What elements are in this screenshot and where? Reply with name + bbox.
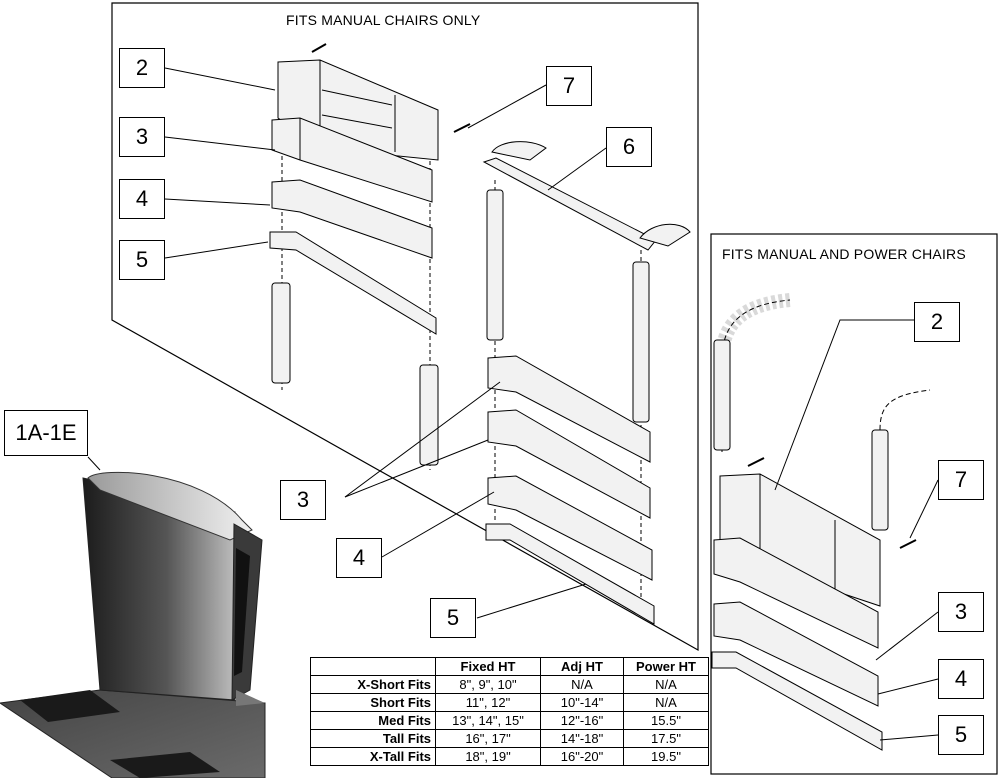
callout-5-frame: 5 — [430, 598, 476, 638]
leader-4-frame — [381, 491, 495, 558]
manual-only-panel-border — [111, 2, 699, 652]
manual-power-assembly — [711, 293, 931, 751]
table-cell: 16"-20" — [540, 747, 624, 766]
table-cell: 14"-18" — [540, 729, 624, 748]
leader-3b — [344, 439, 489, 498]
manual-panel-left-assembly — [269, 43, 471, 470]
leader-4-power — [877, 678, 939, 695]
callout-4-frame: 4 — [336, 538, 382, 578]
leader-7-manual — [467, 84, 547, 129]
table-row-label: X-Short Fits — [310, 675, 436, 694]
table-cell: 13", 14", 15" — [435, 711, 541, 730]
callout-5-power: 5 — [938, 715, 984, 755]
callout-1a-1e: 1A-1E — [4, 410, 88, 456]
table-cell: 19.5" — [623, 747, 709, 766]
leader-4-manual — [164, 198, 271, 206]
table-cell: 16", 17" — [435, 729, 541, 748]
table-row-label: Tall Fits — [310, 729, 436, 748]
fits-table-header-row: Fixed HT Adj HT Power HT — [310, 657, 709, 676]
callout-7-manual: 7 — [546, 66, 592, 106]
leader-7-power — [909, 479, 939, 539]
table-row: X-Short Fits 8", 9", 10" N/A N/A — [310, 675, 709, 694]
callout-2-manual: 2 — [119, 48, 165, 88]
table-cell: 18", 19" — [435, 747, 541, 766]
callout-2-power: 2 — [914, 302, 960, 342]
leader-3-manual — [164, 136, 276, 151]
table-row: X-Tall Fits 18", 19" 16"-20" 19.5" — [310, 747, 709, 766]
table-cell: 8", 9", 10" — [435, 675, 541, 694]
callout-3-power: 3 — [938, 592, 984, 632]
manual-panel-frame-assembly — [482, 141, 691, 625]
table-row: Tall Fits 16", 17" 14"-18" 17.5" — [310, 729, 709, 748]
table-cell: 11", 12" — [435, 693, 541, 712]
leader-2-manual — [164, 67, 276, 91]
table-header-blank — [310, 657, 436, 676]
callout-3-frame: 3 — [280, 480, 326, 520]
table-cell: N/A — [623, 693, 709, 712]
table-row-label: Short Fits — [310, 693, 436, 712]
manual-power-title: FITS MANUAL AND POWER CHAIRS — [722, 246, 966, 262]
table-cell: 17.5" — [623, 729, 709, 748]
callout-6: 6 — [606, 127, 652, 167]
leader-3a — [344, 381, 501, 498]
callout-7-power: 7 — [938, 460, 984, 500]
table-row-label: X-Tall Fits — [310, 747, 436, 766]
manual-power-panel-border — [710, 233, 998, 775]
table-row-label: Med Fits — [310, 711, 436, 730]
leader-5-power — [879, 734, 939, 741]
callout-3-manual: 3 — [119, 117, 165, 157]
table-cell: 12"-16" — [540, 711, 624, 730]
table-row: Med Fits 13", 14", 15" 12"-16" 15.5" — [310, 711, 709, 730]
callout-4-power: 4 — [938, 659, 984, 699]
table-cell: N/A — [623, 675, 709, 694]
table-row: Short Fits 11", 12" 10"-14" N/A — [310, 693, 709, 712]
callout-5-manual: 5 — [119, 240, 165, 280]
table-header-fixed-ht: Fixed HT — [435, 657, 541, 676]
fits-table: Fixed HT Adj HT Power HT X-Short Fits 8"… — [310, 657, 709, 766]
table-cell: 10"-14" — [540, 693, 624, 712]
table-cell: N/A — [540, 675, 624, 694]
leader-3-power — [875, 611, 939, 661]
back-cushion-illustration — [0, 471, 266, 778]
leader-2-power — [774, 319, 914, 491]
table-header-adj-ht: Adj HT — [540, 657, 624, 676]
leader-5-frame — [476, 583, 587, 619]
leader-6 — [547, 147, 607, 191]
manual-only-title: FITS MANUAL CHAIRS ONLY — [286, 12, 481, 28]
leader-1 — [87, 456, 101, 471]
callout-4-manual: 4 — [119, 179, 165, 219]
table-header-power-ht: Power HT — [623, 657, 709, 676]
table-cell: 15.5" — [623, 711, 709, 730]
leader-5-manual — [164, 241, 269, 259]
leader-lines — [87, 67, 939, 741]
